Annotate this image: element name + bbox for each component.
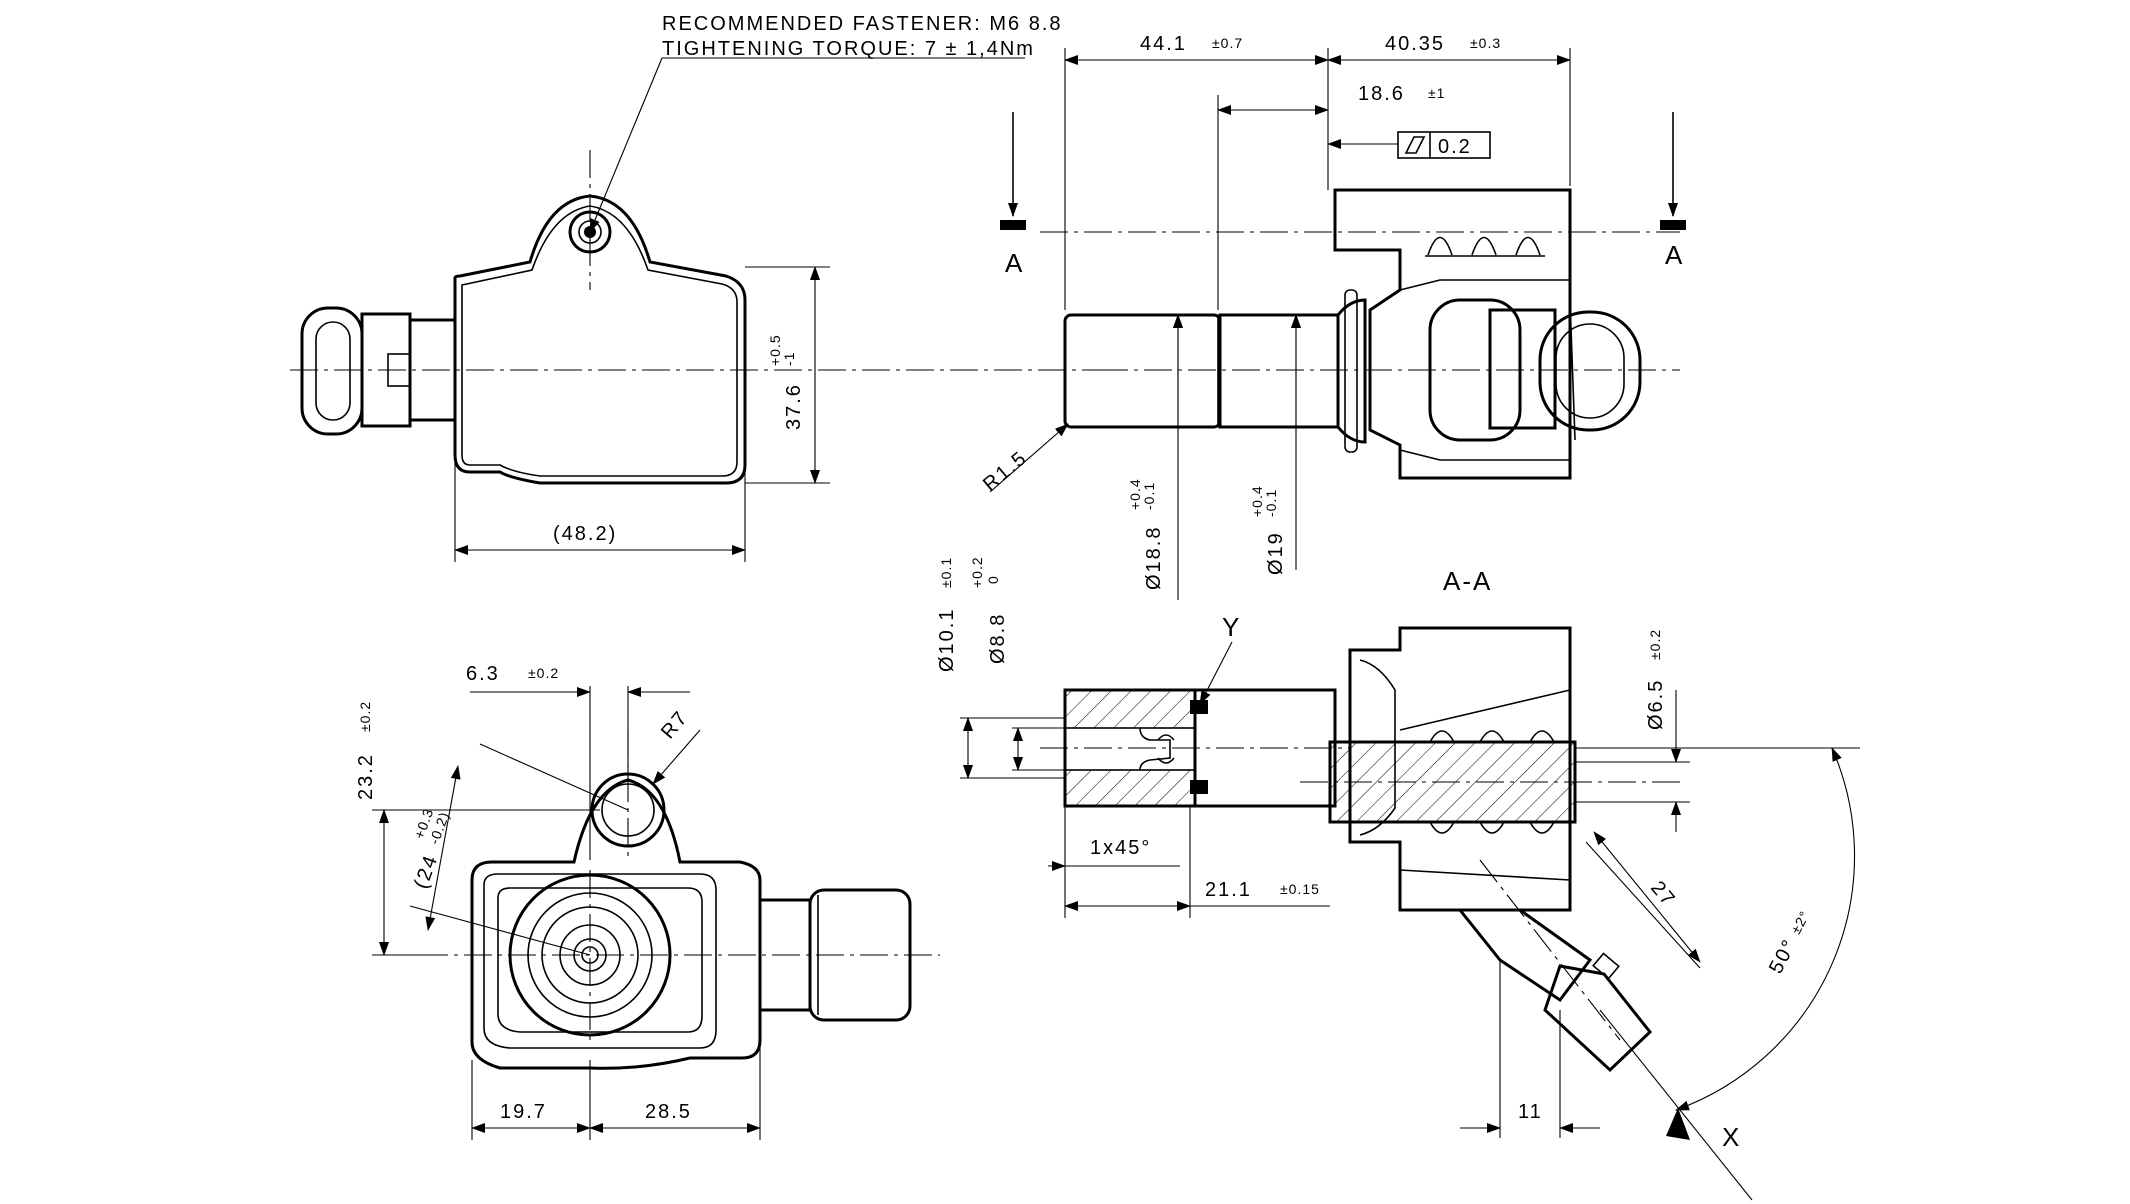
dim-37-6: 37.6 +0.5 -1 xyxy=(745,266,830,484)
dim-phi8-8-tol-minus: 0 xyxy=(985,575,1001,584)
dim-23-2-tol: ±0.2 xyxy=(357,701,373,732)
flatness-value: 0.2 xyxy=(1438,136,1472,158)
flatness-callout: 0.2 xyxy=(1327,131,1491,159)
view-x-label: X xyxy=(1722,1122,1741,1152)
dim-6-3-tol: ±0.2 xyxy=(528,665,559,681)
dim-phi18-8-tol-plus: +0.4 xyxy=(1127,478,1143,510)
dim-6-3-value: 6.3 xyxy=(466,663,500,685)
dim-21-1-tol: ±0.15 xyxy=(1280,881,1320,897)
dim-37-6-value: 37.6 xyxy=(783,383,805,430)
dim-40-35-value: 40.35 xyxy=(1385,33,1445,55)
section-arrows: A A xyxy=(1000,112,1686,278)
dim-phi18-8-value: Ø18.8 xyxy=(1143,526,1165,590)
dim-44-1-value: 44.1 xyxy=(1140,33,1187,55)
view-x: X xyxy=(1599,1009,1753,1201)
dim-40-35-tol: ±0.3 xyxy=(1470,35,1501,51)
dim-phi6-5: Ø6.5 ±0.2 xyxy=(1575,629,1690,832)
fastener-note-line1: RECOMMENDED FASTENER: M6 8.8 xyxy=(662,13,1063,35)
dim-phi18-8: Ø18.8 +0.4 -0.1 xyxy=(1127,314,1183,600)
dim-19-7-value: 19.7 xyxy=(500,1101,547,1123)
section-title: A-A xyxy=(1443,566,1492,596)
dim-40-35: 40.35 ±0.3 xyxy=(1327,33,1571,186)
dim-23-2-value: 23.2 xyxy=(355,753,377,800)
dim-19-7: 19.7 xyxy=(471,1060,591,1140)
dim-24: (24 +0.3 -0.2) xyxy=(409,743,629,956)
dim-phi8-8: Ø8.8 +0.2 0 xyxy=(969,556,1140,771)
dim-24-value: (24 xyxy=(410,851,443,891)
dim-phi8-8-tol-plus: +0.2 xyxy=(969,556,985,588)
dim-phi10-1-tol: ±0.1 xyxy=(938,557,954,588)
dim-21-1-value: 21.1 xyxy=(1205,879,1252,901)
dim-11-value: 11 xyxy=(1518,1101,1543,1123)
dim-r1-5: R1.5 xyxy=(979,423,1069,496)
dim-angle-50-tol: ±2° xyxy=(1787,908,1812,937)
dim-angle-50-value: 50° xyxy=(1765,935,1801,977)
dim-6-3: 6.3 ±0.2 xyxy=(466,663,690,860)
dim-phi10-1: Ø10.1 ±0.1 xyxy=(936,557,1065,779)
section-view xyxy=(1040,626,1680,1073)
dim-r7-value: R7 xyxy=(657,706,693,743)
dim-phi18-8-tol-minus: -0.1 xyxy=(1141,482,1157,510)
dim-37-6-tol-plus: +0.5 xyxy=(767,334,783,366)
dim-44-1: 44.1 ±0.7 xyxy=(1064,33,1329,310)
dim-48-2: (48.2) xyxy=(454,440,746,562)
dim-r1-5-value: R1.5 xyxy=(979,447,1032,496)
dim-28-5: 28.5 xyxy=(589,1040,761,1140)
top-view xyxy=(290,150,1100,485)
dim-phi19-tol-minus: -0.1 xyxy=(1263,489,1279,517)
dim-21-1: 21.1 ±0.15 xyxy=(1064,806,1330,918)
dim-27: 27 xyxy=(1585,831,1701,969)
dim-27-value: 27 xyxy=(1646,877,1680,911)
dim-phi8-8-value: Ø8.8 xyxy=(987,613,1009,664)
dim-phi19: Ø19 +0.4 -0.1 xyxy=(1249,314,1301,575)
dim-23-2: 23.2 ±0.2 xyxy=(355,701,600,956)
dim-37-6-tol-minus: -1 xyxy=(781,352,797,366)
fastener-note-line2: TIGHTENING TORQUE: 7 ± 1,4Nm xyxy=(662,38,1035,60)
section-label-a-right: A xyxy=(1665,240,1684,270)
dim-18-6: 18.6 ±1 xyxy=(1217,83,1445,310)
dim-18-6-value: 18.6 xyxy=(1358,83,1405,105)
dim-phi10-1-value: Ø10.1 xyxy=(936,608,958,672)
detail-y-label: Y xyxy=(1222,612,1241,642)
dim-phi6-5-tol: ±0.2 xyxy=(1647,629,1663,660)
dim-48-2-value: (48.2) xyxy=(553,523,617,545)
dim-28-5-value: 28.5 xyxy=(645,1101,692,1123)
section-label-a-left: A xyxy=(1005,248,1024,278)
bottom-view xyxy=(420,730,940,1070)
dim-chamfer-value: 1x45° xyxy=(1090,837,1151,859)
dim-r7: R7 xyxy=(652,706,701,785)
dim-phi19-tol-plus: +0.4 xyxy=(1249,485,1265,517)
dim-chamfer: 1x45° xyxy=(1048,837,1180,871)
dim-44-1-tol: ±0.7 xyxy=(1212,35,1243,51)
detail-y: Y xyxy=(1199,612,1241,705)
fastener-note: RECOMMENDED FASTENER: M6 8.8 TIGHTENING … xyxy=(589,13,1063,233)
side-view xyxy=(1040,188,1680,480)
dim-11: 11 xyxy=(1460,960,1600,1138)
dim-phi6-5-value: Ø6.5 xyxy=(1645,679,1667,730)
dim-18-6-tol: ±1 xyxy=(1428,85,1445,101)
dim-phi19-value: Ø19 xyxy=(1265,531,1287,575)
